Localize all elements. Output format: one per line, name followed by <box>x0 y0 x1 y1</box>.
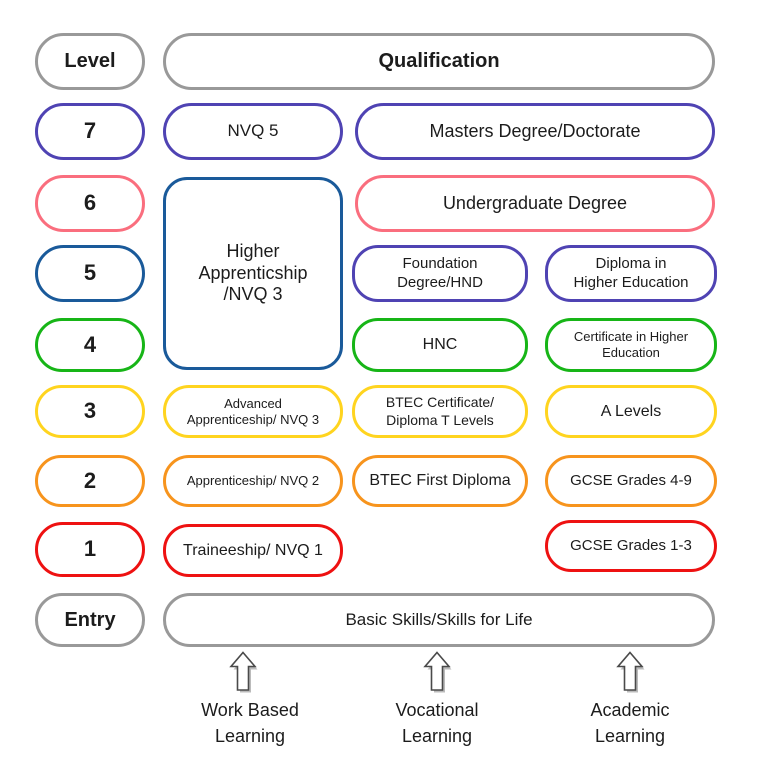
qualification-nvq5: NVQ 5 <box>163 103 343 160</box>
qualification-btec-certificate: BTEC Certificate/ Diploma T Levels <box>352 385 528 438</box>
level-pill-7: 7 <box>35 103 145 160</box>
qualification-hnc: HNC <box>352 318 528 372</box>
qualification-traineeship: Traineeship/ NVQ 1 <box>163 524 343 577</box>
qualification-undergraduate-degree: Undergraduate Degree <box>355 175 715 232</box>
pathway-label-vocational-learning: Vocational Learning <box>395 700 479 747</box>
level-pill-entry: Entry <box>35 593 145 647</box>
level-pill-5: 5 <box>35 245 145 302</box>
qualification-apprenticeship-nvq2: Apprenticeship/ NVQ 2 <box>163 455 343 507</box>
level-pill-1: 1 <box>35 522 145 577</box>
qualification-a-levels: A Levels <box>545 385 717 438</box>
level-pill-2: 2 <box>35 455 145 507</box>
level-pill-3: 3 <box>35 385 145 438</box>
level-pill-6: 6 <box>35 175 145 232</box>
up-arrow-icon <box>616 651 645 693</box>
up-arrow-icon <box>423 651 452 693</box>
qualification-foundation-degree: Foundation Degree/HND <box>352 245 528 302</box>
pathway-label-academic-learning: Academic Learning <box>590 700 670 747</box>
qualification-btec-first-diploma: BTEC First Diploma <box>352 455 528 507</box>
up-arrow-icon <box>229 651 258 693</box>
qualification-basic-skills: Basic Skills/Skills for Life <box>163 593 715 647</box>
qualification-gcse-grades-1-3: GCSE Grades 1-3 <box>545 520 717 572</box>
qualification-masters-doctorate: Masters Degree/Doctorate <box>355 103 715 160</box>
qualification-higher-apprenticeship: Higher Apprenticship /NVQ 3 <box>163 177 343 370</box>
qualification-gcse-grades-4-9: GCSE Grades 4-9 <box>545 455 717 507</box>
pathway-label-work-based-learning: Work Based Learning <box>201 700 299 747</box>
qualification-advanced-apprenticeship: Advanced Apprenticeship/ NVQ 3 <box>163 385 343 438</box>
level-column-header: Level <box>35 33 145 90</box>
qualification-column-header: Qualification <box>163 33 715 90</box>
level-pill-4: 4 <box>35 318 145 372</box>
qualification-certificate-higher-education: Certificate in Higher Education <box>545 318 717 372</box>
qualification-diploma-higher-education: Diploma in Higher Education <box>545 245 717 302</box>
